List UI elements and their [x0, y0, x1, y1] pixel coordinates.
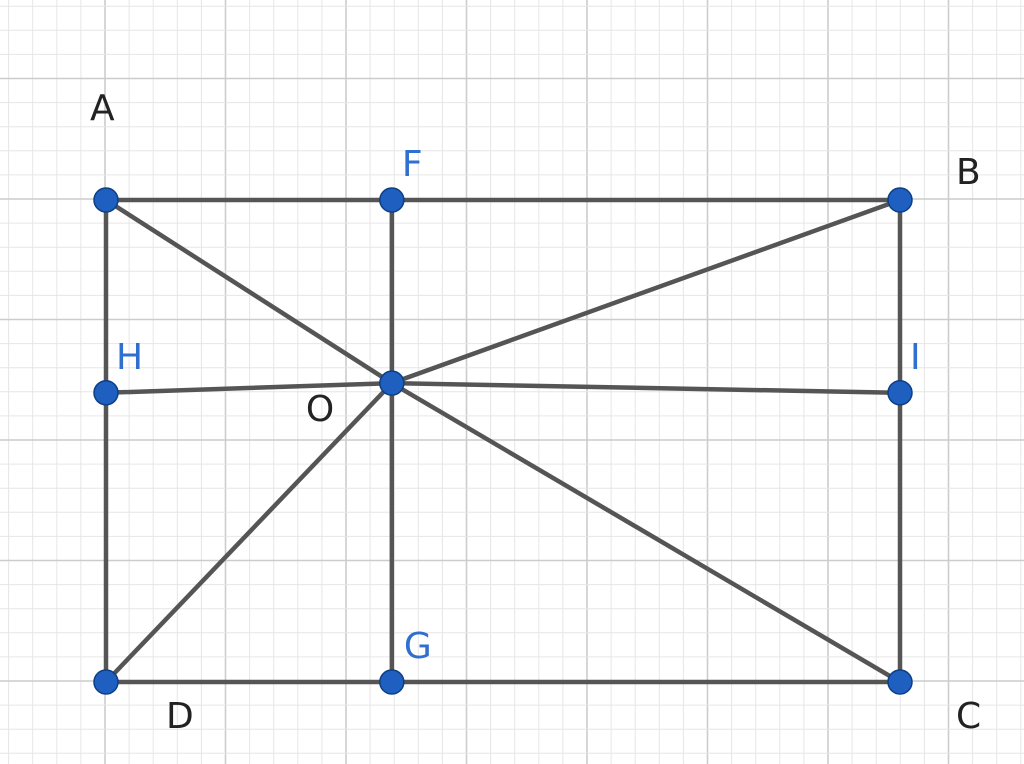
points — [93, 187, 913, 695]
point-c[interactable] — [887, 669, 913, 695]
point-h[interactable] — [93, 380, 119, 406]
segments — [103, 197, 903, 685]
label-h: H — [116, 337, 143, 378]
point-b[interactable] — [887, 187, 913, 213]
segment-od — [103, 380, 395, 685]
point-a[interactable] — [93, 187, 119, 213]
label-f: F — [402, 144, 423, 185]
point-f[interactable] — [379, 187, 405, 213]
labels: A F B H O I D G C — [90, 88, 981, 737]
label-d: D — [166, 696, 194, 737]
point-o[interactable] — [379, 370, 405, 396]
label-b: B — [956, 152, 981, 193]
segment-bo — [389, 197, 903, 386]
label-a: A — [90, 88, 115, 129]
label-g: G — [404, 626, 432, 667]
segment-oi — [389, 380, 903, 396]
segment-oc — [389, 380, 903, 685]
label-i: I — [910, 337, 921, 378]
label-o: O — [306, 389, 334, 430]
label-c: C — [956, 696, 981, 737]
segment-ao — [103, 197, 395, 386]
point-i[interactable] — [887, 380, 913, 406]
point-g[interactable] — [379, 669, 405, 695]
segment-ho — [103, 380, 395, 396]
point-d[interactable] — [93, 669, 119, 695]
